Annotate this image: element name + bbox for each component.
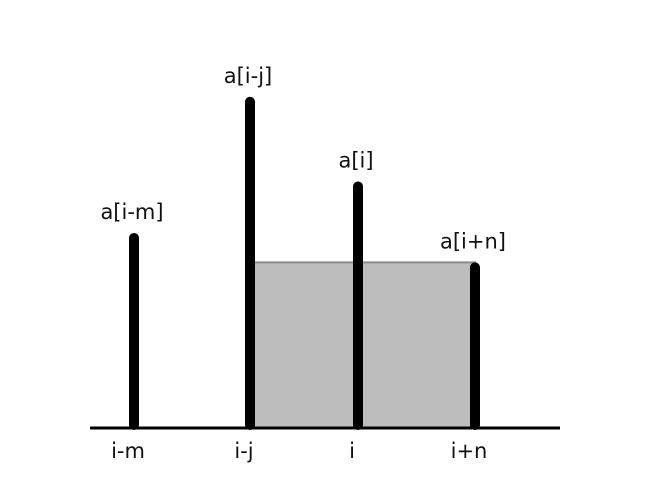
x-label-i: i [349, 439, 355, 463]
bar-label-i-m: a[i-m] [100, 200, 163, 224]
bar-i [353, 181, 363, 430]
bar-i-plus-n [470, 262, 480, 430]
bar-i-j [245, 96, 255, 431]
bar-label-i-j: a[i-j] [224, 64, 273, 88]
x-label-i-j: i-j [234, 439, 253, 463]
bar-label-i: a[i] [338, 148, 373, 172]
bar-i-m [129, 232, 139, 430]
x-label-i-m: i-m [111, 439, 145, 463]
bar-label-i-plus-n: a[i+n] [440, 229, 506, 253]
x-label-i-plus-n: i+n [451, 439, 488, 463]
